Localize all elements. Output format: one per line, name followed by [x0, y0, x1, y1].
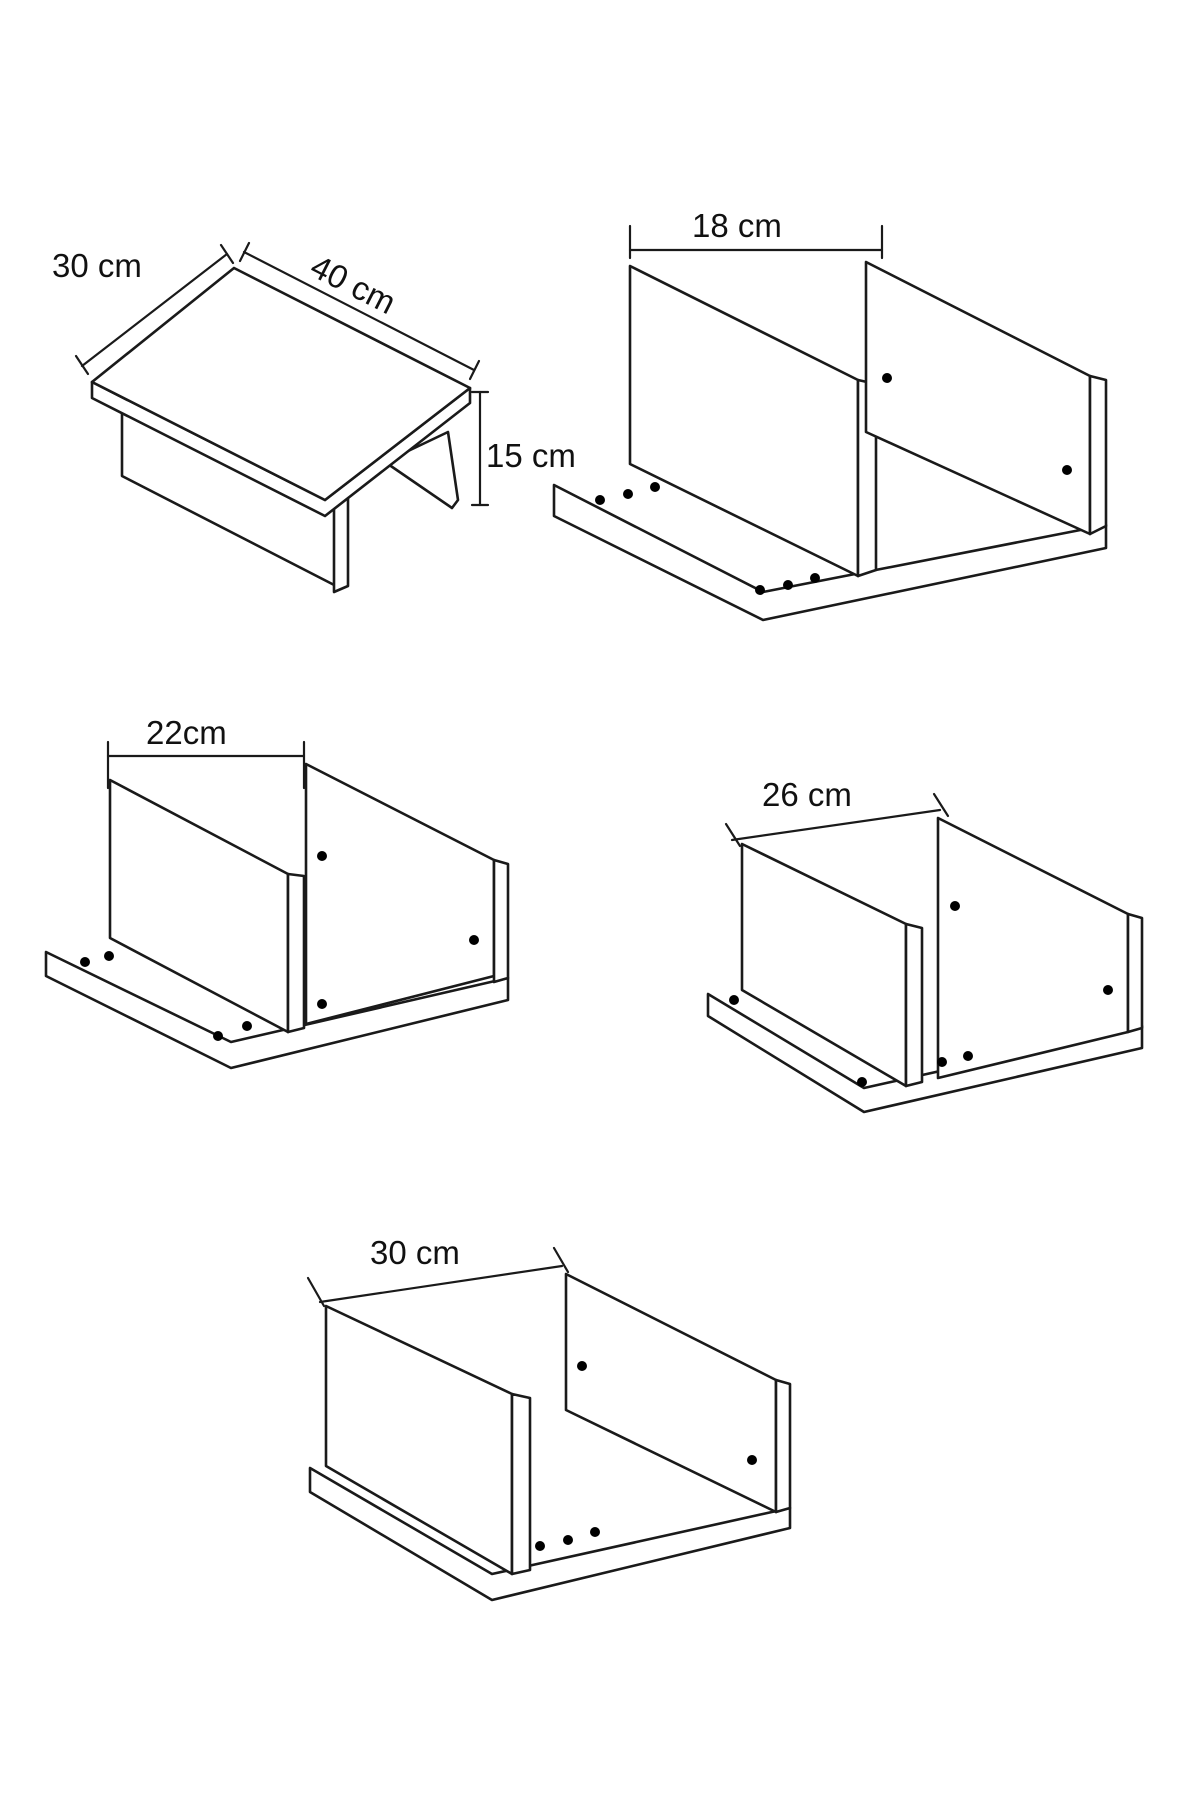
- shelf-assembled-figure: 30 cm 40 cm 15 cm: [52, 241, 576, 594]
- right-panel-edge: [774, 1378, 792, 1514]
- dimension-line: [628, 224, 884, 260]
- width-label: 30 cm: [370, 1234, 460, 1271]
- shelf-22cm-figure: 22cm: [44, 714, 510, 1070]
- width-label: 22cm: [146, 714, 227, 751]
- shelf-18cm-figure: 18 cm: [552, 207, 1108, 622]
- right-panel: [304, 762, 496, 1026]
- right-panel: [936, 816, 1130, 1080]
- right-panel-edge: [1126, 912, 1144, 1034]
- width-label: 26 cm: [762, 776, 852, 813]
- right-panel: [564, 1272, 778, 1514]
- shelf-right-leg: [383, 430, 460, 510]
- depth-label: 30 cm: [52, 247, 142, 284]
- shelf-30cm-figure: 30 cm: [306, 1234, 792, 1602]
- screw-holes: [729, 901, 1113, 1087]
- width-label: 18 cm: [692, 207, 782, 244]
- left-panel-edge: [286, 872, 306, 1034]
- dimension-line: [106, 740, 306, 790]
- left-panel: [108, 778, 290, 1034]
- left-panel: [628, 264, 860, 578]
- dimension-line: [724, 792, 950, 848]
- left-panel-edge: [904, 922, 924, 1088]
- dimension-line: [306, 1246, 570, 1308]
- shelf-26cm-figure: 26 cm: [706, 776, 1144, 1114]
- left-panel-edge: [510, 1392, 532, 1576]
- right-panel: [864, 260, 1092, 536]
- screw-holes: [535, 1361, 757, 1551]
- length-dimension: [238, 241, 481, 381]
- screw-holes: [595, 373, 1072, 595]
- bottom-board: [308, 1466, 792, 1602]
- height-label: 15 cm: [486, 437, 576, 474]
- right-panel-edge: [1088, 374, 1108, 536]
- bottom-board: [706, 992, 1144, 1114]
- shelf-top-board: [90, 266, 472, 502]
- depth-dimension: [74, 243, 235, 376]
- screw-holes: [80, 851, 479, 1041]
- bottom-board: [44, 950, 510, 1070]
- right-panel-edge: [492, 858, 510, 984]
- height-dimension: [470, 390, 490, 507]
